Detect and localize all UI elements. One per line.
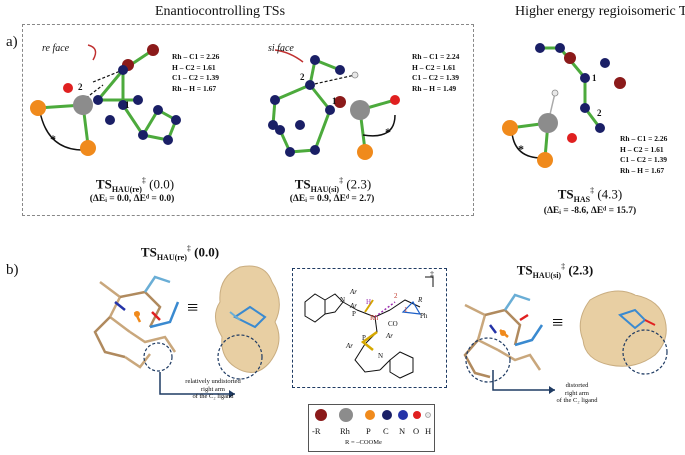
re-face-label: re face — [42, 43, 70, 54]
chirality-star-has: * — [518, 142, 524, 156]
right-caption: distorted right arm of the C₂ ligand — [556, 382, 598, 404]
equiv-symbol-right: ≡ — [552, 312, 564, 334]
legend-label-p: P — [366, 426, 371, 436]
panel-b-right-ts-label: TSHAU(si)‡ (2.3) — [516, 262, 594, 280]
ts-hau-re-geometry: Rh – C1 = 2.26 H – C2 = 1.61 C1 – C2 = 1… — [172, 52, 220, 93]
panel-a-label: a) — [6, 34, 18, 50]
scheme-r: R — [418, 296, 423, 304]
ts-hau-si-structure — [268, 49, 400, 160]
enantio-dashed-box — [22, 24, 474, 216]
legend-label-n: N — [399, 426, 406, 436]
legend-label-o: O — [413, 426, 420, 436]
ts-hau-re-energy: (ΔEᵢ = 0.0, ΔEᵈ = 0.0) — [89, 194, 175, 204]
scheme-ar-1: Ar — [350, 288, 357, 296]
scheme-ar-3: Ar — [386, 332, 393, 340]
legend-atoms — [315, 408, 431, 422]
ts-hau-re-label: TSHAU(re)‡ (0.0) — [95, 176, 175, 194]
legend-label-r: -R — [312, 426, 321, 436]
scheme-label-1: 1 — [404, 306, 408, 314]
atom-label-1-si: 1 — [332, 96, 337, 106]
ts-has-label: TSHAS‡ (4.3) — [557, 186, 623, 204]
scheme-n-1: N — [340, 296, 346, 304]
panel-b-left-ts-label: TSHAU(re)‡ (0.0) — [140, 244, 220, 262]
ts-hau-re-structure — [30, 44, 181, 156]
scheme-dashed-box — [292, 268, 447, 388]
left-caption-arrow — [159, 372, 235, 398]
scheme-rh: Rh — [370, 314, 379, 322]
ts-has-geometry: Rh – C1 = 2.26 H – C2 = 1.61 C1 – C2 = 1… — [620, 134, 668, 175]
ts-hau-si-geometry: Rh – C1 = 2.24 H – C2 = 1.61 C1 – C2 = 1… — [412, 52, 460, 93]
legend-label-c: C — [383, 426, 389, 436]
scheme-ph: Ph — [420, 312, 428, 320]
legend-label-rh: Rh — [340, 426, 350, 436]
right-caption-arrow — [492, 370, 555, 394]
chirality-star-si: * — [385, 125, 391, 139]
reaction-scheme — [304, 276, 434, 379]
atom-label-2: 2 — [78, 82, 83, 92]
scheme-ar-4: Ar — [346, 342, 353, 350]
atom-label-2-si: 2 — [300, 72, 305, 82]
left-caption: relatively undistorted right arm of the … — [185, 378, 241, 400]
scheme-co: CO — [388, 320, 398, 328]
left-surface-model — [215, 265, 280, 380]
scheme-n-2: N — [378, 352, 384, 360]
ts-has-energy: (ΔEᵢ = -8.6, ΔEᵈ = 15.7) — [543, 206, 637, 216]
legend-label-h: H — [425, 426, 432, 436]
equiv-symbol-left: ≡ — [187, 297, 199, 319]
scheme-p-2: P — [362, 334, 366, 342]
scheme-p-1: P — [352, 310, 356, 318]
scheme-label-2: 2 — [394, 292, 398, 300]
chirality-star: * — [50, 132, 56, 146]
scheme-h: H — [366, 298, 372, 306]
panel-b-label: b) — [6, 262, 19, 278]
left-stick-model — [93, 275, 180, 372]
atom-label-2-has: 2 — [597, 108, 602, 118]
scheme-ar-2: Ar — [350, 302, 357, 310]
legend-footnote: R = –COOMe — [345, 439, 382, 446]
atom-label-1: 1 — [125, 100, 130, 110]
scheme-dagger: ‡ — [430, 270, 434, 279]
enantio-title: Enantiocontrolling TSs — [155, 4, 286, 19]
right-surface-model — [579, 290, 668, 375]
ts-hau-si-label: TSHAU(si)‡ (2.3) — [294, 176, 372, 194]
atom-label-1-has: 1 — [592, 73, 597, 83]
regio-title: Higher energy regioisomeric TS — [515, 4, 685, 19]
right-stick-model — [463, 293, 544, 383]
ts-has-structure — [502, 43, 626, 168]
ts-hau-si-energy: (ΔEᵢ = 0.9, ΔEᵈ = 2.7) — [289, 194, 375, 204]
si-face-label: si face — [268, 43, 294, 54]
